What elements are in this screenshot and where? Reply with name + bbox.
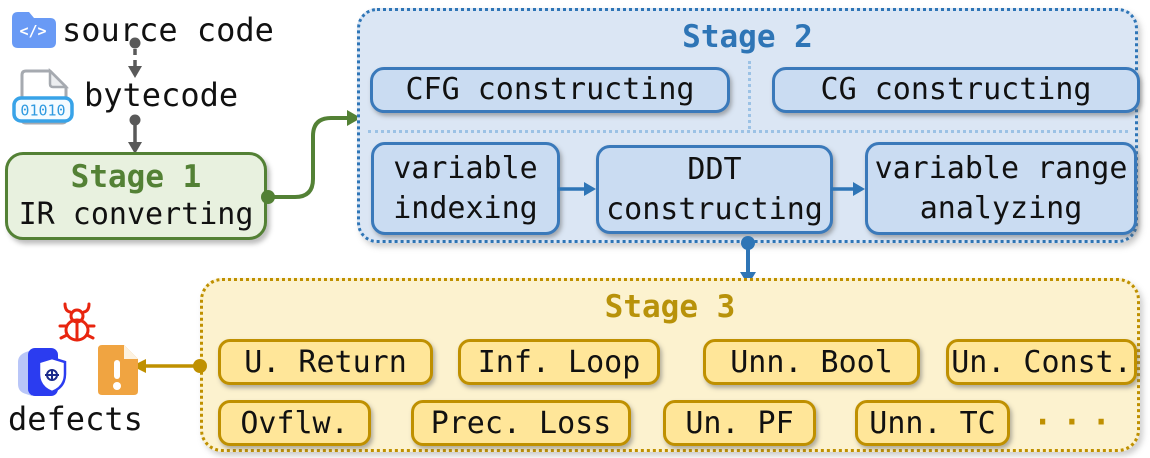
defect-ovflw-box: Ovflw. xyxy=(218,400,371,446)
variable-indexing-line2: indexing xyxy=(393,190,538,226)
code-folder-icon: </> xyxy=(10,8,56,48)
variable-indexing-box: variable indexing xyxy=(371,142,560,235)
defect-u-return-box: U. Return xyxy=(218,339,433,385)
more-defects-ellipsis: ··· xyxy=(1033,403,1121,441)
stage2-vertical-divider xyxy=(748,61,751,129)
defect-inf-loop-box: Inf. Loop xyxy=(458,339,660,385)
binary-file-icon: 01010 xyxy=(12,67,78,126)
defect-un-const-label: Un. Const. xyxy=(951,344,1132,380)
stage1-title: Stage 1 xyxy=(70,159,202,195)
variable-range-line2: analyzing xyxy=(919,190,1083,226)
ddt-constructing-box: DDT constructing xyxy=(596,145,833,234)
stage3-container: Stage 3 U. Return Inf. Loop Unn. Bool Un… xyxy=(200,278,1140,452)
bytecode-icon-text: 01010 xyxy=(20,102,65,120)
defects-label: defects xyxy=(8,400,143,438)
defect-un-pf-box: Un. PF xyxy=(663,400,816,446)
warning-document-icon xyxy=(96,345,138,395)
cfg-constructing-label: CFG constructing xyxy=(405,72,695,107)
source-code-label: source code xyxy=(62,11,274,49)
arrow-bytecode-to-stage1 xyxy=(128,114,142,154)
arrow-source-to-bytecode xyxy=(128,37,142,78)
variable-indexing-line1: variable xyxy=(393,150,538,186)
stage1-box: Stage 1 IR converting xyxy=(5,152,267,240)
stage2-container: Stage 2 CFG constructing CG constructing… xyxy=(357,8,1140,243)
defect-u-return-label: U. Return xyxy=(244,344,407,380)
stage2-title: Stage 2 xyxy=(682,19,813,55)
variable-range-analyzing-box: variable range analyzing xyxy=(865,142,1137,235)
variable-range-line1: variable range xyxy=(874,150,1128,186)
cg-constructing-label: CG constructing xyxy=(820,72,1092,107)
bug-icon xyxy=(57,302,97,344)
connector-stage3-to-defects xyxy=(132,359,207,373)
arrow-ddt-to-range xyxy=(831,182,865,196)
defect-inf-loop-label: Inf. Loop xyxy=(477,344,641,380)
stage1-task-label: IR converting xyxy=(18,197,254,232)
stage2-horizontal-divider xyxy=(368,130,1128,133)
ddt-constructing-line2: constructing xyxy=(606,191,823,227)
defect-prec-loss-box: Prec. Loss xyxy=(411,400,631,446)
defect-unn-tc-label: Unn. TC xyxy=(869,405,996,441)
arrow-indexing-to-ddt xyxy=(558,182,596,196)
stage3-title: Stage 3 xyxy=(604,289,736,325)
cfg-constructing-box: CFG constructing xyxy=(370,67,730,113)
connector-stage1-to-stage2 xyxy=(261,110,361,204)
connector-stage2-to-stage3 xyxy=(740,236,756,285)
defect-un-const-box: Un. Const. xyxy=(946,339,1137,385)
bytecode-label: bytecode xyxy=(84,76,239,114)
ddt-constructing-line1: DDT xyxy=(687,151,742,187)
svg-text:</>: </> xyxy=(19,22,46,40)
cg-constructing-box: CG constructing xyxy=(772,67,1140,113)
defect-unn-tc-box: Unn. TC xyxy=(855,400,1010,446)
shield-book-icon xyxy=(14,346,70,398)
defect-unn-bool-label: Unn. Bool xyxy=(730,344,893,380)
defect-un-pf-label: Un. PF xyxy=(685,405,794,441)
defect-ovflw-label: Ovflw. xyxy=(240,405,349,441)
defect-prec-loss-label: Prec. Loss xyxy=(430,405,612,441)
defect-unn-bool-box: Unn. Bool xyxy=(703,339,920,385)
